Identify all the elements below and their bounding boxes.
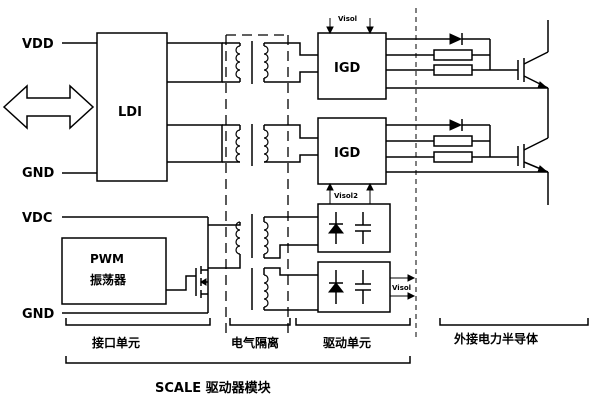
ldi-tx2-wire [167, 124, 223, 163]
pwm-oscillator-block [61, 237, 167, 305]
brace-isolation [229, 318, 291, 326]
visol-mid-label: Visol2 [334, 192, 358, 200]
arrow-down-icon [326, 26, 334, 35]
igbt-bottom-icon [517, 118, 549, 205]
ldi-label: LDI [118, 105, 142, 120]
visol-out-label: Visol [392, 284, 411, 292]
tx2-igd-wire-b [264, 154, 318, 163]
module-label: SCALE 驱动器模块 [155, 380, 272, 396]
power-primary-top [208, 222, 241, 226]
diode-icon [327, 212, 345, 244]
section-interface-label: 接口单元 [92, 335, 140, 350]
section-driver-label: 驱动单元 [323, 335, 371, 350]
tx1-igd-wire-b [264, 71, 318, 83]
diode-icon [449, 119, 463, 131]
arrow-down-icon [366, 26, 374, 35]
brace-driver [295, 318, 411, 326]
resistor-icon [433, 135, 473, 147]
tx1-igd-wire-a [264, 42, 318, 56]
vdd-label: VDD [22, 37, 54, 52]
rectifier-bottom-block [317, 261, 391, 313]
diode-icon [449, 33, 463, 45]
ldi-tx1-wire [167, 42, 223, 83]
ldi-block [96, 32, 168, 182]
resistor-icon [433, 49, 473, 61]
capacitor-icon [355, 212, 371, 244]
brace-interface [65, 318, 211, 326]
pwm-label: PWM [90, 252, 124, 266]
capacitor-icon [355, 270, 371, 304]
resistor-icon [433, 151, 473, 163]
igd-top-block [317, 32, 387, 100]
arrow-up-icon [326, 182, 334, 191]
gnd-bottom-label: GND [22, 307, 55, 322]
mosfet-icon [166, 266, 208, 298]
vdc-label: VDC [22, 211, 52, 226]
arrow-right-icon [407, 274, 416, 282]
diode-icon [327, 270, 345, 304]
resistor-icon [433, 64, 473, 76]
power-primary-bottom [208, 254, 241, 269]
arrow-up-icon [366, 182, 374, 191]
tx3-rect2-wire-a [264, 267, 318, 276]
section-isolation-label: 电气隔离 [231, 335, 279, 350]
transformer-top-icon [222, 41, 269, 84]
rectifier-top-block [317, 203, 391, 253]
brace-external [439, 318, 589, 326]
igd-bottom-block [317, 117, 387, 185]
transformer-power-upper-icon [235, 214, 269, 258]
arrow-right-icon [407, 292, 416, 300]
transformer-middle-icon [222, 124, 269, 166]
igbt-top-icon [517, 20, 549, 89]
oscillator-label: 振荡器 [90, 272, 127, 287]
igd-top-label: IGD [334, 61, 361, 76]
bidirectional-arrow-icon [2, 84, 95, 130]
output-network-bottom [386, 119, 548, 173]
tx2-igd-wire-a [264, 124, 318, 139]
transformer-power-lower-icon [251, 268, 269, 310]
igd-bottom-label: IGD [334, 146, 361, 161]
tx3-rect1-wire-b [264, 244, 318, 259]
visol-top-label: Visol [338, 15, 357, 23]
section-external-label: 外接电力半导体 [454, 331, 539, 346]
output-network-top [386, 33, 548, 89]
gnd-top-label: GND [22, 166, 55, 181]
brace-module [65, 356, 411, 364]
